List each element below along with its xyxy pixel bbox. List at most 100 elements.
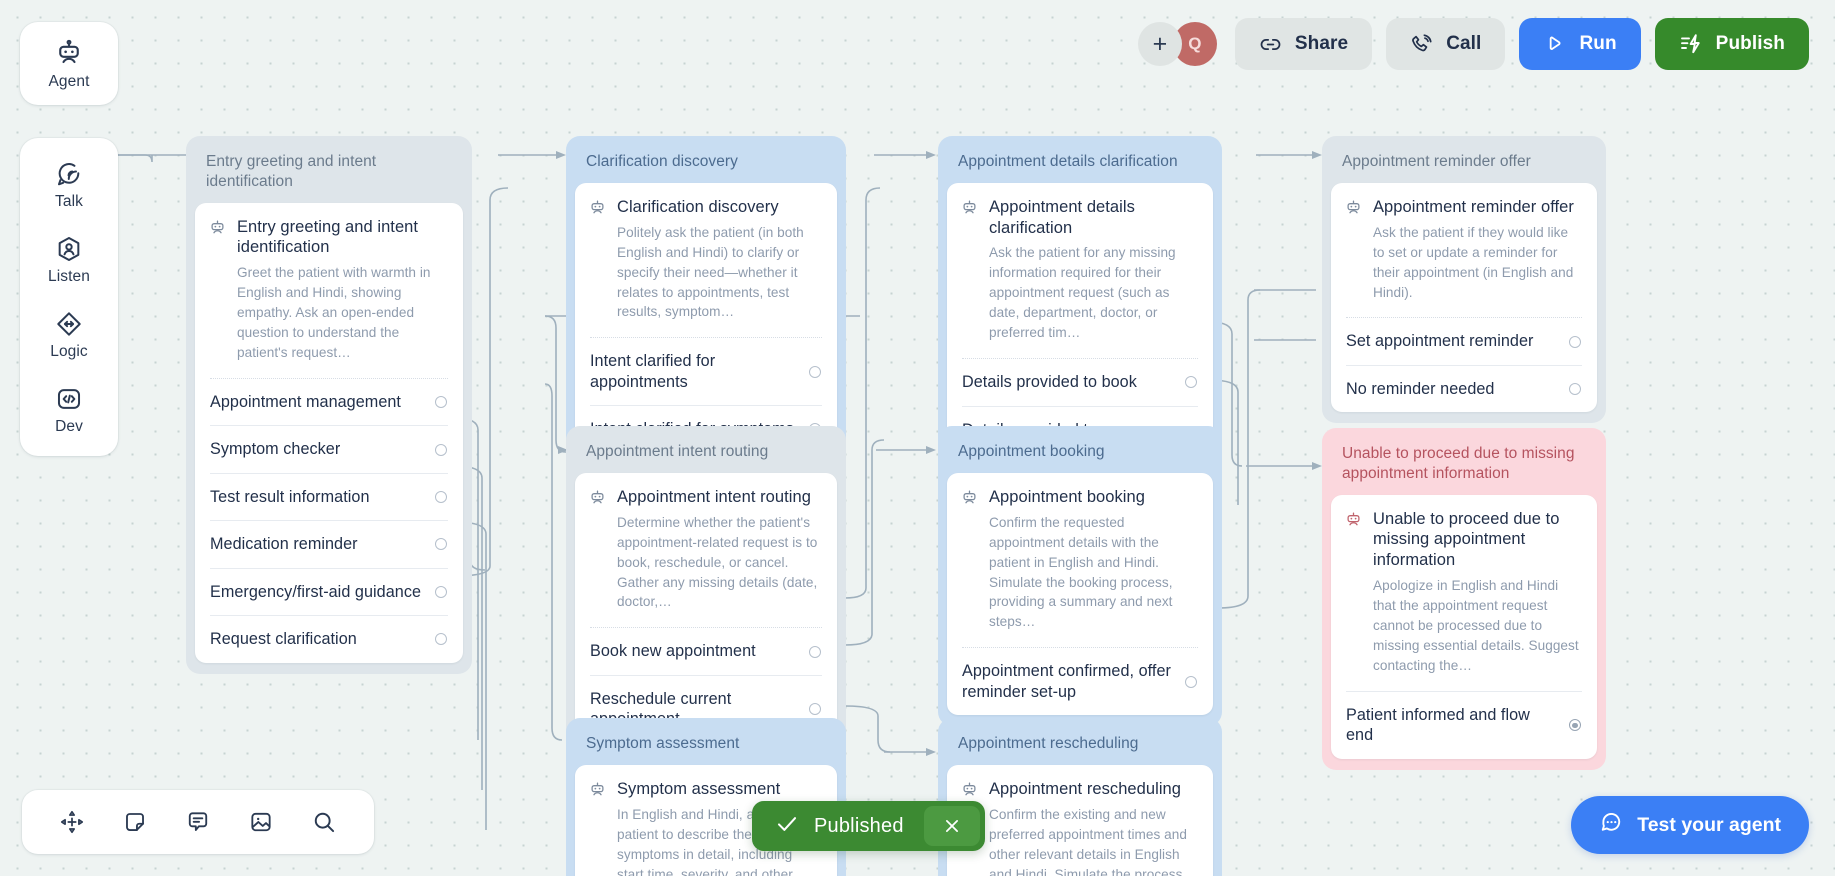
branch-row[interactable]: Medication reminder — [195, 521, 463, 567]
add-collaborator-button[interactable]: + — [1137, 22, 1182, 66]
rail-agent-card: Agent — [20, 22, 118, 105]
branch-handle[interactable] — [809, 703, 821, 716]
flow-group-unable-to-proceed[interactable]: Unable to proceed due to missing appoint… — [1322, 428, 1606, 770]
branch-handle[interactable] — [435, 443, 447, 456]
node-title: Appointment details clarification — [989, 197, 1135, 237]
top-toolbar: + Q Share Call — [1137, 18, 1809, 70]
run-button-label: Run — [1579, 33, 1617, 54]
branch-handle[interactable] — [435, 633, 447, 646]
divider — [590, 405, 822, 407]
branch-row[interactable]: Request clarification — [195, 616, 463, 662]
branch-row[interactable]: Patient informed and flow end — [1331, 692, 1597, 759]
share-button[interactable]: Share — [1234, 18, 1373, 70]
branch-label: No reminder needed — [1346, 379, 1495, 398]
rail-item-logic[interactable]: Logic — [20, 310, 118, 361]
check-icon — [774, 811, 800, 842]
node-header: Symptom assessment In English and Hindi,… — [575, 765, 837, 876]
divider — [210, 520, 448, 522]
flow-group-clarification-discovery[interactable]: Clarification discovery Clarification di… — [566, 136, 846, 465]
branch-row[interactable]: Intent clarified for appointments — [575, 338, 837, 405]
divider — [1346, 364, 1582, 366]
divider — [590, 674, 822, 676]
flow-node[interactable]: Appointment booking Confirm the requeste… — [947, 472, 1213, 716]
branch-handle[interactable] — [435, 491, 447, 504]
rail-item-listen[interactable]: Listen — [20, 235, 118, 286]
node-description: Ask the patient if they would like to se… — [1373, 224, 1574, 300]
person-hexagon-icon — [55, 235, 83, 263]
node-description: Politely ask the patient (in both Englis… — [617, 224, 804, 320]
four-arrows-icon[interactable] — [59, 809, 85, 835]
rail-item-agent[interactable]: Agent — [20, 38, 118, 91]
robot-icon — [1345, 511, 1362, 676]
branch-handle[interactable] — [1185, 675, 1197, 688]
robot-icon — [961, 781, 978, 876]
toast-message: Published — [814, 814, 904, 837]
link-icon — [1259, 33, 1282, 56]
branch-label: Request clarification — [210, 630, 357, 649]
rail-tools-card: Talk Listen Logic — [20, 138, 118, 456]
branch-label: Set appointment reminder — [1346, 332, 1534, 351]
robot-icon — [209, 219, 226, 363]
flow-node[interactable]: Clarification discovery Politely ask the… — [575, 182, 837, 454]
phone-icon — [1410, 33, 1433, 56]
branch-row[interactable]: Appointment confirmed, offer reminder se… — [947, 648, 1213, 715]
branch-handle[interactable] — [809, 645, 821, 658]
rail-item-label: Dev — [55, 418, 83, 435]
node-title: Symptom assessment — [617, 779, 781, 798]
flow-node[interactable]: Appointment rescheduling Confirm the exi… — [947, 764, 1213, 876]
branch-handle[interactable] — [435, 585, 447, 598]
branch-row[interactable]: Test result information — [195, 474, 463, 520]
branch-label: Details provided to book — [962, 373, 1137, 392]
code-brackets-icon — [55, 385, 83, 413]
flow-node[interactable]: Appointment details clarification Ask th… — [947, 182, 1213, 474]
share-button-label: Share — [1294, 33, 1349, 54]
divider — [210, 567, 448, 569]
flow-group-symptom-assessment[interactable]: Symptom assessment Symptom assessment In… — [566, 718, 846, 876]
divider — [962, 405, 1198, 407]
branch-row[interactable]: Symptom checker — [195, 426, 463, 472]
flow-group-appointment-rescheduling[interactable]: Appointment rescheduling Appointment res… — [938, 718, 1222, 876]
node-header: Appointment rescheduling Confirm the exi… — [947, 765, 1213, 876]
flow-group-appointment-reminder-offer[interactable]: Appointment reminder offer Appointment r… — [1322, 136, 1606, 424]
toast-close-button[interactable] — [923, 806, 980, 846]
branch-handle[interactable] — [435, 396, 447, 409]
divider — [210, 472, 448, 474]
flow-node[interactable]: Entry greeting and intent identification… — [195, 202, 463, 663]
publish-button[interactable]: Publish — [1654, 18, 1809, 70]
call-button[interactable]: Call — [1386, 18, 1506, 70]
branch-row[interactable]: Details provided to book — [947, 359, 1213, 405]
image-icon[interactable] — [248, 809, 274, 835]
node-header: Clarification discovery Politely ask the… — [575, 183, 837, 338]
branch-handle[interactable] — [1185, 376, 1197, 389]
rail-item-talk[interactable]: Talk — [20, 160, 118, 211]
divider — [1346, 317, 1582, 319]
branch-handle[interactable] — [1569, 719, 1581, 732]
robot-icon — [961, 489, 978, 633]
run-button[interactable]: Run — [1519, 18, 1641, 70]
robot-icon — [961, 199, 978, 343]
canvas-toolbar — [22, 790, 374, 854]
flow-node[interactable]: Appointment reminder offer Ask the patie… — [1331, 182, 1597, 413]
rail-item-dev[interactable]: Dev — [20, 385, 118, 436]
speech-bubble-wave-icon — [55, 160, 83, 188]
branch-row[interactable]: Appointment management — [195, 379, 463, 425]
flow-group-entry-greeting[interactable]: Entry greeting and intent identification… — [186, 136, 472, 674]
flow-node[interactable]: Unable to proceed due to missing appoint… — [1331, 494, 1597, 759]
branch-row[interactable]: Book new appointment — [575, 628, 837, 674]
node-description: In English and Hindi, ask the patient to… — [617, 806, 793, 876]
test-your-agent-button[interactable]: Test your agent — [1571, 796, 1809, 854]
branch-handle[interactable] — [809, 365, 821, 378]
search-icon[interactable] — [311, 809, 337, 835]
branch-handle[interactable] — [435, 538, 447, 551]
diamond-arrows-icon — [55, 310, 83, 338]
flow-group-appointment-booking[interactable]: Appointment booking Appointment booking … — [938, 426, 1222, 727]
branch-row[interactable]: Set appointment reminder — [1331, 318, 1597, 364]
branch-handle[interactable] — [1569, 335, 1581, 348]
sticky-note-icon[interactable] — [122, 809, 148, 835]
branch-row[interactable]: No reminder needed — [1331, 366, 1597, 412]
comment-icon[interactable] — [185, 809, 211, 835]
branch-handle[interactable] — [1569, 383, 1581, 396]
divider — [590, 627, 822, 629]
rail-item-label: Agent — [48, 73, 90, 90]
branch-row[interactable]: Emergency/first-aid guidance — [195, 569, 463, 615]
